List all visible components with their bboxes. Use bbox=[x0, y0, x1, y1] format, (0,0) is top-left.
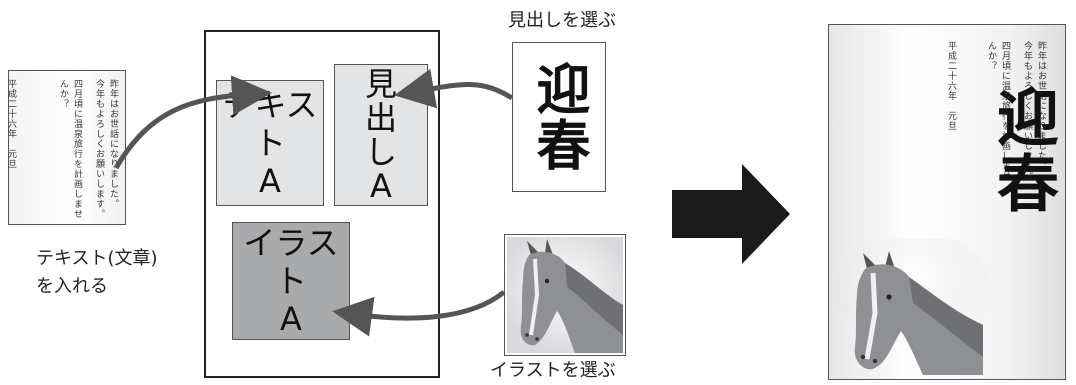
result-text-line-4: んか？ bbox=[986, 41, 996, 71]
text-line-1: 昨年はお世話になりました。 bbox=[108, 79, 118, 209]
text-sample-card: 昨年はお世話になりました。 今年もよろしくお願いします。 四月頃に温泉旅行を計画… bbox=[6, 70, 126, 225]
horse-illustration-small bbox=[507, 237, 623, 353]
slot-heading-char-1: 見 bbox=[364, 65, 397, 103]
text-line-5: 平成二十六年 元旦 bbox=[6, 79, 16, 169]
result-text-line-3: 四月頃に温泉旅行を計画しませ bbox=[1000, 41, 1010, 181]
result-card: 昨年はお世話になりました。 今年もよろしくお願いします。 四月頃に温泉旅行を計画… bbox=[828, 24, 1066, 380]
slot-heading-char-4: A bbox=[370, 167, 392, 205]
illust-choose-label: イラストを選ぶ bbox=[490, 360, 616, 381]
text-line-3: 四月頃に温泉旅行を計画しませ bbox=[72, 79, 82, 219]
arrow-heading-to-slot bbox=[394, 68, 514, 109]
arrow-illust-to-slot bbox=[332, 290, 506, 337]
text-caption-2: を入れる bbox=[36, 276, 108, 297]
slot-illust-a: イラスト A bbox=[232, 222, 350, 340]
illustration-sample-card bbox=[504, 234, 626, 356]
slot-illust-a-label-2: A bbox=[280, 300, 302, 338]
heading-choose-label: 見出しを選ぶ bbox=[508, 10, 616, 31]
text-line-2: 今年もよろしくお願いします。 bbox=[94, 79, 104, 219]
text-line-4: んか？ bbox=[58, 79, 68, 109]
arrow-text-to-slot bbox=[113, 75, 272, 170]
calligraphy-heading-large: 迎春 bbox=[986, 85, 1059, 217]
result-text-line-2: 今年もよろしくお願いします。 bbox=[1022, 41, 1032, 181]
slot-text-a-label-2: A bbox=[259, 162, 281, 200]
slot-illust-a-label-1: イラスト bbox=[243, 224, 339, 300]
heading-sample-card: 迎春 bbox=[512, 42, 606, 192]
slot-heading-char-2: 出 bbox=[364, 99, 397, 137]
horse-illustration-large bbox=[835, 239, 991, 375]
text-caption-1: テキスト(文章) bbox=[36, 248, 158, 269]
result-text-line-5: 平成二十六年 元旦 bbox=[946, 41, 956, 131]
big-right-arrow bbox=[672, 164, 790, 264]
calligraphy-heading-small: 迎春 bbox=[527, 61, 591, 173]
slot-heading-char-3: し bbox=[364, 133, 397, 171]
slot-heading-a: 見 出 し A bbox=[334, 64, 428, 206]
result-text-line-1: 昨年はお世話になりました。 bbox=[1036, 41, 1046, 171]
